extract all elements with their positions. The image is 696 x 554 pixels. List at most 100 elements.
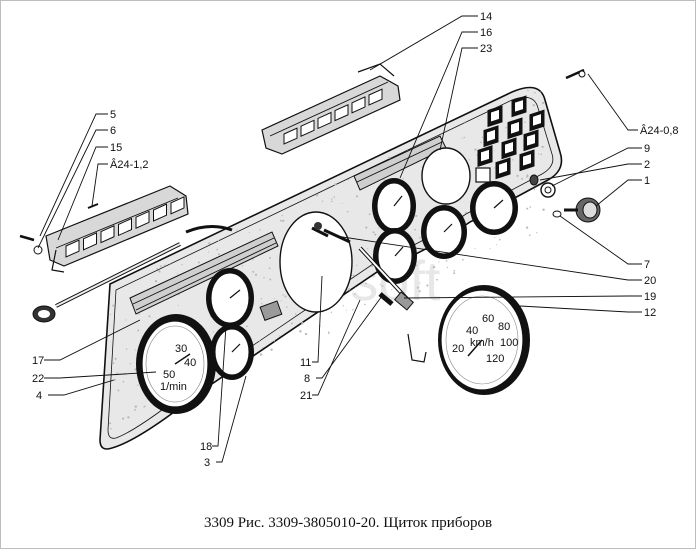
gauge-far-right	[470, 181, 518, 235]
callout-labels: 14 16 23 5 6 15 Â24-1,2 Â24-0,8 9 2 1 7 …	[32, 11, 679, 469]
callout-16: 16	[480, 27, 492, 39]
leader-line	[44, 371, 157, 379]
switch-slot	[135, 210, 150, 229]
leader-line	[91, 163, 108, 207]
switch-slot	[368, 88, 383, 106]
callout-3: 3	[204, 457, 210, 469]
speed-tick-label: 40	[466, 325, 478, 337]
indicator-lamp	[259, 300, 283, 321]
leader-line	[37, 129, 108, 249]
leader-line	[48, 379, 115, 396]
leader-line	[559, 215, 642, 265]
figure-caption: 3309 Рис. 3309-3805010-20. Щиток приборо…	[203, 515, 493, 531]
lamp-socket-20	[311, 222, 329, 238]
leader-line	[399, 31, 478, 179]
leader-line	[312, 275, 323, 363]
switch-slot	[317, 111, 332, 130]
callout-23: 23	[480, 43, 492, 55]
callout-9: 9	[644, 143, 650, 155]
switch-key-face	[511, 121, 519, 134]
knob-1	[564, 197, 601, 223]
leader-line	[316, 295, 383, 379]
callout-21: 21	[300, 390, 312, 402]
leader-line	[212, 325, 227, 447]
leader-line	[57, 146, 108, 241]
leader-line	[587, 73, 638, 131]
speedometer-gauge-left: 30 40 50 1/min	[136, 314, 216, 414]
switch-key	[475, 167, 491, 183]
callout-19: 19	[644, 291, 656, 303]
gauge-blank-top	[421, 147, 471, 205]
callout-a24-1-2: Â24-1,2	[110, 158, 149, 171]
switch-key-face	[505, 142, 513, 154]
screw-right	[565, 68, 586, 80]
switch-slot	[118, 217, 132, 237]
gauge-center-lower	[373, 228, 417, 284]
callout-6: 6	[110, 125, 116, 137]
switch-key-face	[523, 154, 531, 166]
gauge-center-right	[421, 205, 467, 259]
callout-12: 12	[644, 307, 656, 319]
speed-tick-label: 120	[486, 353, 504, 365]
callout-a24-0-8: Â24-0,8	[640, 124, 679, 137]
speedometer-opening	[279, 211, 353, 313]
panel-vent-left	[129, 231, 279, 315]
switch-key-face	[527, 134, 535, 146]
leader-line	[216, 375, 247, 463]
switch-slot	[153, 203, 167, 222]
gauge-unit-label: 1/min	[160, 381, 187, 393]
switch-key-face	[499, 161, 507, 174]
callout-4: 4	[36, 390, 42, 402]
switch-slot	[300, 119, 315, 137]
callout-17: 17	[32, 355, 44, 367]
switch-key-face	[481, 149, 489, 162]
callout-5: 5	[110, 109, 116, 121]
leader-line	[335, 235, 642, 281]
switch-slot	[65, 239, 80, 258]
switch-key-face	[515, 100, 523, 112]
switch-block	[475, 95, 545, 183]
switch-key-face	[533, 114, 541, 126]
callout-20: 20	[644, 275, 656, 287]
screw-left	[19, 203, 99, 255]
switch-key-face	[487, 129, 495, 142]
callout-22: 22	[32, 373, 44, 385]
callout-7: 7	[644, 259, 650, 271]
leader-line	[439, 47, 478, 151]
leader-line	[44, 319, 141, 361]
leader-line	[312, 299, 361, 396]
switch-bar-left	[45, 185, 189, 273]
switch-slot	[334, 103, 349, 122]
leader-line	[595, 179, 642, 207]
switch-slot	[170, 196, 185, 215]
callout-2: 2	[644, 159, 650, 171]
callout-1: 1	[644, 175, 650, 187]
callout-8: 8	[304, 373, 310, 385]
gauge-tick-label: 30	[175, 343, 187, 355]
control-cable-left	[32, 225, 233, 323]
callout-11: 11	[300, 357, 311, 369]
speedometer-cable	[323, 228, 415, 311]
leader-line	[369, 15, 478, 71]
leader-line	[519, 305, 642, 313]
washer-7	[552, 210, 562, 218]
switch-slot	[283, 127, 298, 145]
speed-tick-label: 100	[500, 337, 518, 349]
speed-tick-label: 80	[498, 321, 510, 333]
callout-18: 18	[200, 441, 212, 453]
switch-bar-top	[261, 63, 401, 155]
gauge-tick-label: 50	[163, 369, 175, 381]
switch-key-face	[491, 109, 499, 122]
gauge-center-upper	[372, 178, 416, 234]
speedometer-assembly: 20 40 60 80 100 120 km/h	[407, 285, 530, 395]
gauge-small-upper-left	[206, 268, 254, 328]
callout-14: 14	[480, 11, 492, 23]
leader-lines	[37, 15, 642, 463]
speed-tick-label: 60	[482, 313, 494, 325]
switch-slot	[351, 96, 366, 114]
callout-15: 15	[110, 142, 122, 154]
switch-slot	[83, 232, 97, 251]
